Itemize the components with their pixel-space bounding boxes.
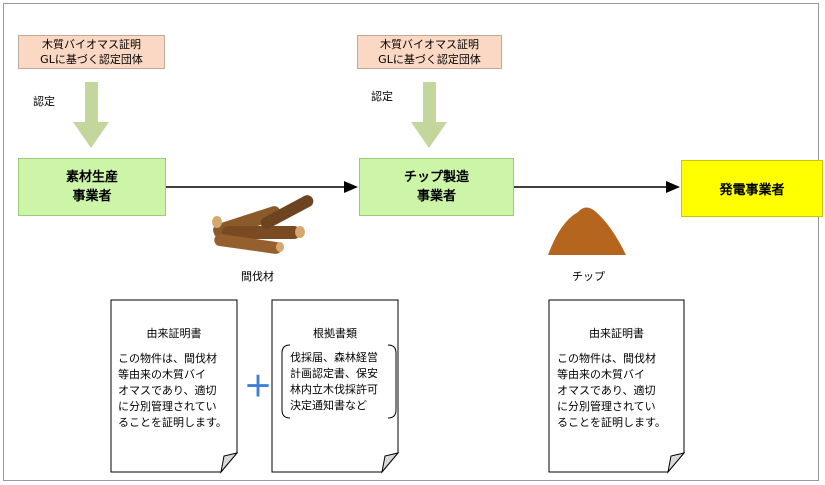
origin-cert-line: 等由来の木質バイ: [118, 368, 206, 381]
basis-docs-doc: [271, 299, 400, 474]
basis-docs-title: 根拠書類: [313, 327, 357, 340]
chip-caption: チップ: [572, 270, 605, 283]
origin-cert-body-right: この物件は、間伐材 等由来の木質バイ オマスであり、適切 に分別管理されてい る…: [557, 351, 666, 431]
origin-cert-line: この物件は、間伐材: [118, 352, 217, 365]
certify-label-right: 認定: [371, 90, 393, 103]
chip-maker-box: チップ製造 事業者: [359, 158, 514, 216]
basis-docs-line: 伐採届、森林経営: [290, 351, 378, 364]
producer-box: 素材生産 事業者: [18, 158, 166, 216]
certify-label-left: 認定: [33, 95, 55, 108]
flow-arrow-2-head: [666, 181, 680, 193]
origin-cert-line: に分別管理されてい: [118, 400, 217, 413]
power-producer-label: 発電事業者: [719, 183, 785, 198]
origin-cert-title-right: 由来証明書: [589, 327, 644, 340]
thinning-caption: 間伐材: [241, 270, 274, 283]
origin-cert-body-left: この物件は、間伐材 等由来の木質バイ オマスであり、適切 に分別管理されてい る…: [118, 351, 227, 431]
origin-cert-line: ることを証明します。: [557, 416, 666, 429]
wood-chip-icon: [548, 207, 626, 255]
basis-docs-line: 決定通知書など: [290, 399, 367, 412]
certify-arrow-right: [411, 82, 447, 148]
basis-docs-line: 計画認定書、保安: [290, 367, 378, 380]
origin-cert-title-left: 由来証明書: [146, 327, 202, 340]
cert-org-line1: 木質バイオマス証明: [42, 38, 141, 51]
certify-arrow-left: [73, 82, 109, 148]
basis-docs-line: 林内立木伐採許可: [290, 383, 378, 396]
origin-cert-doc-right: [548, 299, 686, 474]
chip-maker-line1: チップ製造: [403, 170, 469, 185]
chip-maker-line2: 事業者: [416, 189, 456, 204]
diagram-frame: [3, 3, 819, 481]
plus-sign: ＋: [244, 370, 273, 403]
cert-org-line1: 木質バイオマス証明: [380, 38, 479, 51]
thinned-wood-icon: [212, 195, 314, 254]
cert-org-box-left: 木質バイオマス証明 GLに基づく認定団体: [18, 35, 165, 69]
producer-line1: 素材生産: [65, 170, 118, 185]
origin-cert-line: 等由来の木質バイ: [557, 368, 645, 381]
origin-cert-line: オマスであり、適切: [557, 384, 656, 397]
cert-org-line2: GLに基づく認定団体: [378, 53, 481, 66]
producer-line2: 事業者: [72, 189, 112, 204]
origin-cert-line: ることを証明します。: [118, 416, 227, 429]
origin-cert-line: オマスであり、適切: [118, 384, 217, 397]
cert-org-line2: GLに基づく認定団体: [40, 53, 143, 66]
origin-cert-doc-left: [110, 299, 239, 474]
origin-cert-line: に分別管理されてい: [557, 400, 656, 413]
origin-cert-line: この物件は、間伐材: [557, 352, 656, 365]
power-producer-box: 発電事業者: [681, 160, 823, 217]
flow-arrow-1-head: [344, 181, 358, 193]
basis-docs-body: 伐採届、森林経営 計画認定書、保安 林内立木伐採許可 決定通知書など: [290, 350, 378, 414]
cert-org-box-right: 木質バイオマス証明 GLに基づく認定団体: [357, 35, 502, 69]
